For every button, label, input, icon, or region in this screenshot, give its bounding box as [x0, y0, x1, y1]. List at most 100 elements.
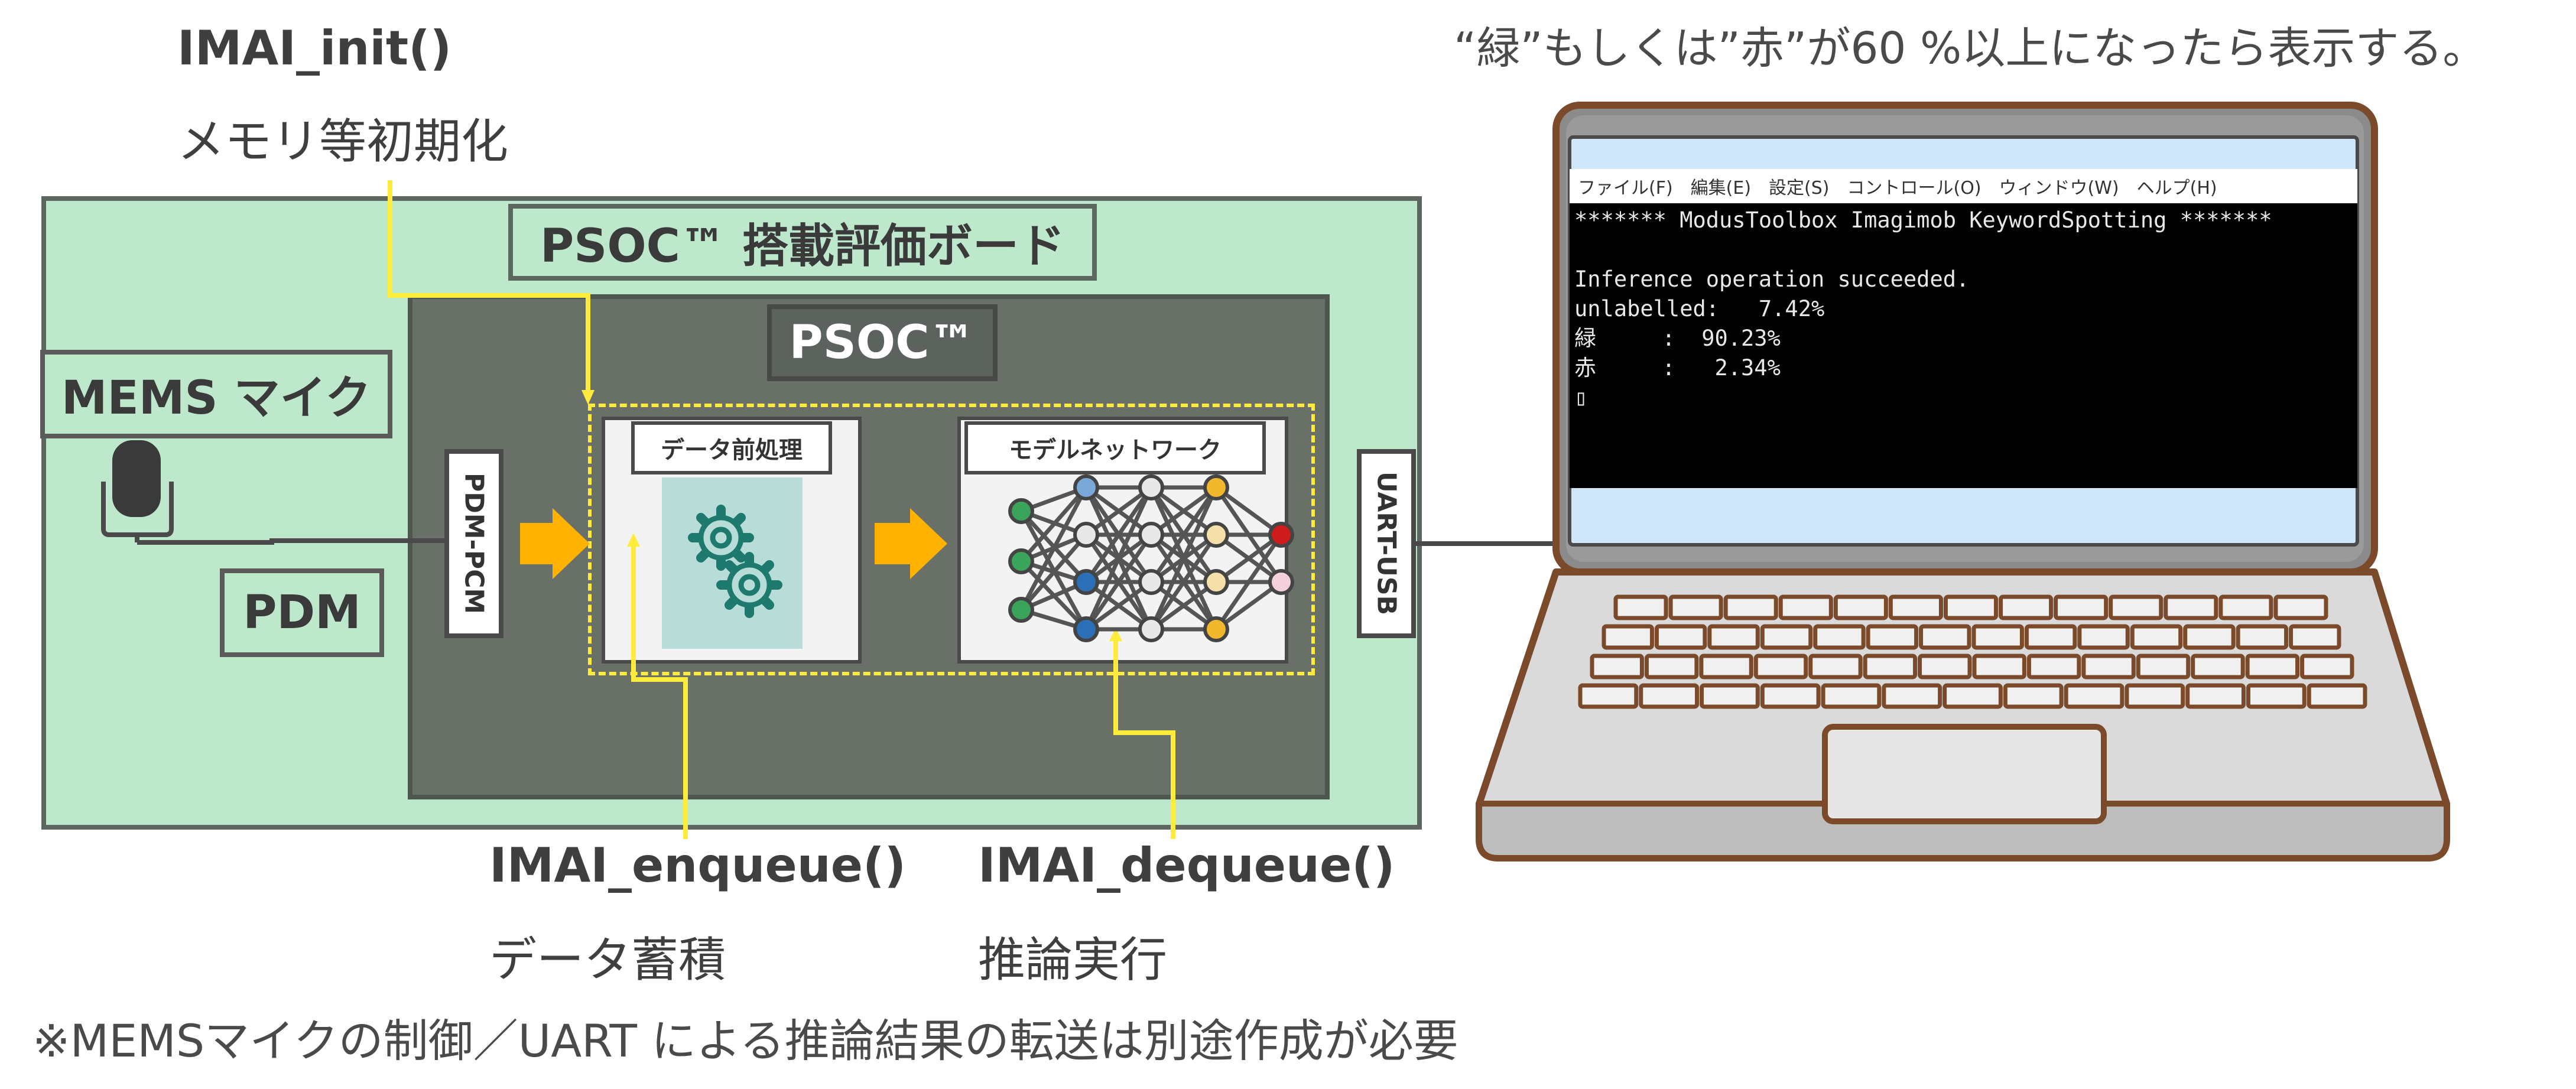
network-node — [1138, 522, 1164, 548]
model-title: モデルネットワーク — [964, 421, 1266, 474]
network-edge — [1019, 486, 1089, 611]
network-edge — [1149, 486, 1218, 537]
keyboard-key — [2236, 624, 2289, 650]
network-node — [1203, 616, 1229, 642]
enqueue-description: データ蓄積 — [489, 932, 726, 987]
init-callout-line — [388, 180, 595, 405]
terminal-line: 赤 : 2.34% — [1574, 355, 1781, 381]
keyboard — [1578, 594, 2367, 709]
uart-usb-block: UART-USB — [1357, 449, 1416, 638]
keyboard-key — [1700, 683, 1760, 709]
network-edge — [1084, 486, 1153, 537]
keyboard-key — [1668, 594, 1723, 620]
keyboard-key — [1723, 594, 1778, 620]
init-function: IMAI_init() — [177, 21, 452, 76]
keyboard-key — [2026, 654, 2081, 680]
keyboard-key — [1602, 624, 1654, 650]
keyboard-key — [2130, 624, 2183, 650]
keyboard-key — [1863, 654, 1918, 680]
keyboard-key — [2125, 683, 2185, 709]
keyboard-key — [1888, 594, 1943, 620]
gear-icon — [716, 552, 782, 618]
keyboard-key — [2289, 624, 2341, 650]
network-node — [1073, 616, 1099, 642]
keyboard-key — [1707, 624, 1760, 650]
keyboard-key — [1699, 654, 1753, 680]
network-edge — [1149, 580, 1218, 631]
keyboard-key — [2273, 594, 2328, 620]
keyboard-key — [2218, 594, 2273, 620]
keyboard-key — [1760, 683, 1821, 709]
keyboard-key — [1942, 683, 2003, 709]
terminal-output: ******* ModusToolbox Imagimob KeywordSpo… — [1574, 206, 2354, 483]
init-description: メモリ等初期化 — [177, 114, 508, 169]
dequeue-description: 推論実行 — [978, 932, 1167, 987]
keyboard-key — [2300, 654, 2354, 680]
keyboard-key — [1639, 683, 1700, 709]
keyboard-key — [1866, 624, 1919, 650]
keyboard-key — [2003, 683, 2064, 709]
network-edge — [1149, 534, 1218, 630]
menu-item-control[interactable]: コントロール(O) — [1847, 178, 1981, 199]
network-edge — [1214, 580, 1283, 631]
keyboard-key — [2191, 654, 2245, 680]
network-edge — [1149, 486, 1218, 583]
network-node — [1203, 474, 1229, 500]
dequeue-function: IMAI_dequeue() — [978, 838, 1395, 893]
network-node — [1073, 474, 1099, 500]
terminal-line: 緑 : 90.23% — [1574, 326, 1781, 351]
uart-usb-label: UART-USB — [1371, 472, 1402, 616]
neural-network-icon — [1008, 474, 1294, 642]
pdm-pcm-block: PDM-PCM — [444, 449, 503, 638]
network-edge — [1149, 486, 1219, 630]
keyboard-key — [1833, 594, 1888, 620]
network-edge — [1084, 486, 1154, 630]
keyboard-key — [2245, 654, 2300, 680]
psoc-label: PSOC™ — [767, 304, 998, 381]
terminal-window — [1570, 169, 2357, 488]
network-edge — [1084, 534, 1153, 630]
network-node — [1008, 498, 1034, 524]
footnote: ※MEMSマイクの制御／UART による推論結果の転送は別途作成が必要 — [33, 1015, 1458, 1067]
keyboard-key — [1613, 594, 1668, 620]
network-node — [1203, 569, 1229, 595]
terminal-line — [1574, 235, 2354, 265]
keyboard-key — [2109, 594, 2164, 620]
network-node — [1073, 569, 1099, 595]
terminal-menu-bar: ファイル(F) 編集(E) 設定(S) コントロール(O) ウィンドウ(W) ヘ… — [1570, 169, 2357, 203]
mems-mic-label: MEMS マイク — [40, 350, 392, 438]
keyboard-key — [2081, 654, 2136, 680]
keyboard-key — [1919, 624, 1971, 650]
network-node — [1073, 522, 1099, 548]
gear-icon — [688, 505, 754, 571]
microphone-icon — [101, 440, 444, 545]
keyboard-key — [2183, 624, 2236, 650]
network-edge — [1214, 533, 1283, 584]
enqueue-callout-line — [627, 533, 688, 839]
keyboard-key — [1882, 683, 1942, 709]
network-node — [1268, 569, 1294, 595]
keyboard-key — [2024, 624, 2077, 650]
menu-item-help[interactable]: ヘルプ(H) — [2136, 178, 2217, 199]
network-node — [1008, 548, 1034, 574]
network-node — [1268, 522, 1294, 548]
top-note: “緑”もしくは”赤”が60 %以上になったら表示する。 — [1454, 23, 2487, 74]
keyboard-key — [2136, 654, 2191, 680]
network-edge — [1019, 533, 1088, 612]
keyboard-key — [1943, 594, 1999, 620]
menu-item-settings[interactable]: 設定(S) — [1769, 178, 1830, 199]
board-label: PSOC™ 搭載評価ボード — [508, 204, 1097, 281]
menu-item-edit[interactable]: 編集(E) — [1690, 178, 1752, 199]
keyboard-key — [2164, 594, 2218, 620]
keyboard-key — [1918, 654, 1972, 680]
menu-item-file[interactable]: ファイル(F) — [1578, 178, 1673, 199]
arrow-to-preprocess — [520, 508, 590, 579]
keyboard-key — [2054, 594, 2109, 620]
network-edge — [1214, 486, 1283, 537]
keyboard-key — [2185, 683, 2246, 709]
keyboard-key — [1778, 594, 1833, 620]
keyboard-key — [1972, 654, 2026, 680]
dequeue-callout-line — [1109, 628, 1175, 839]
keyboard-key — [2246, 683, 2307, 709]
menu-item-window[interactable]: ウィンドウ(W) — [1999, 178, 2119, 199]
